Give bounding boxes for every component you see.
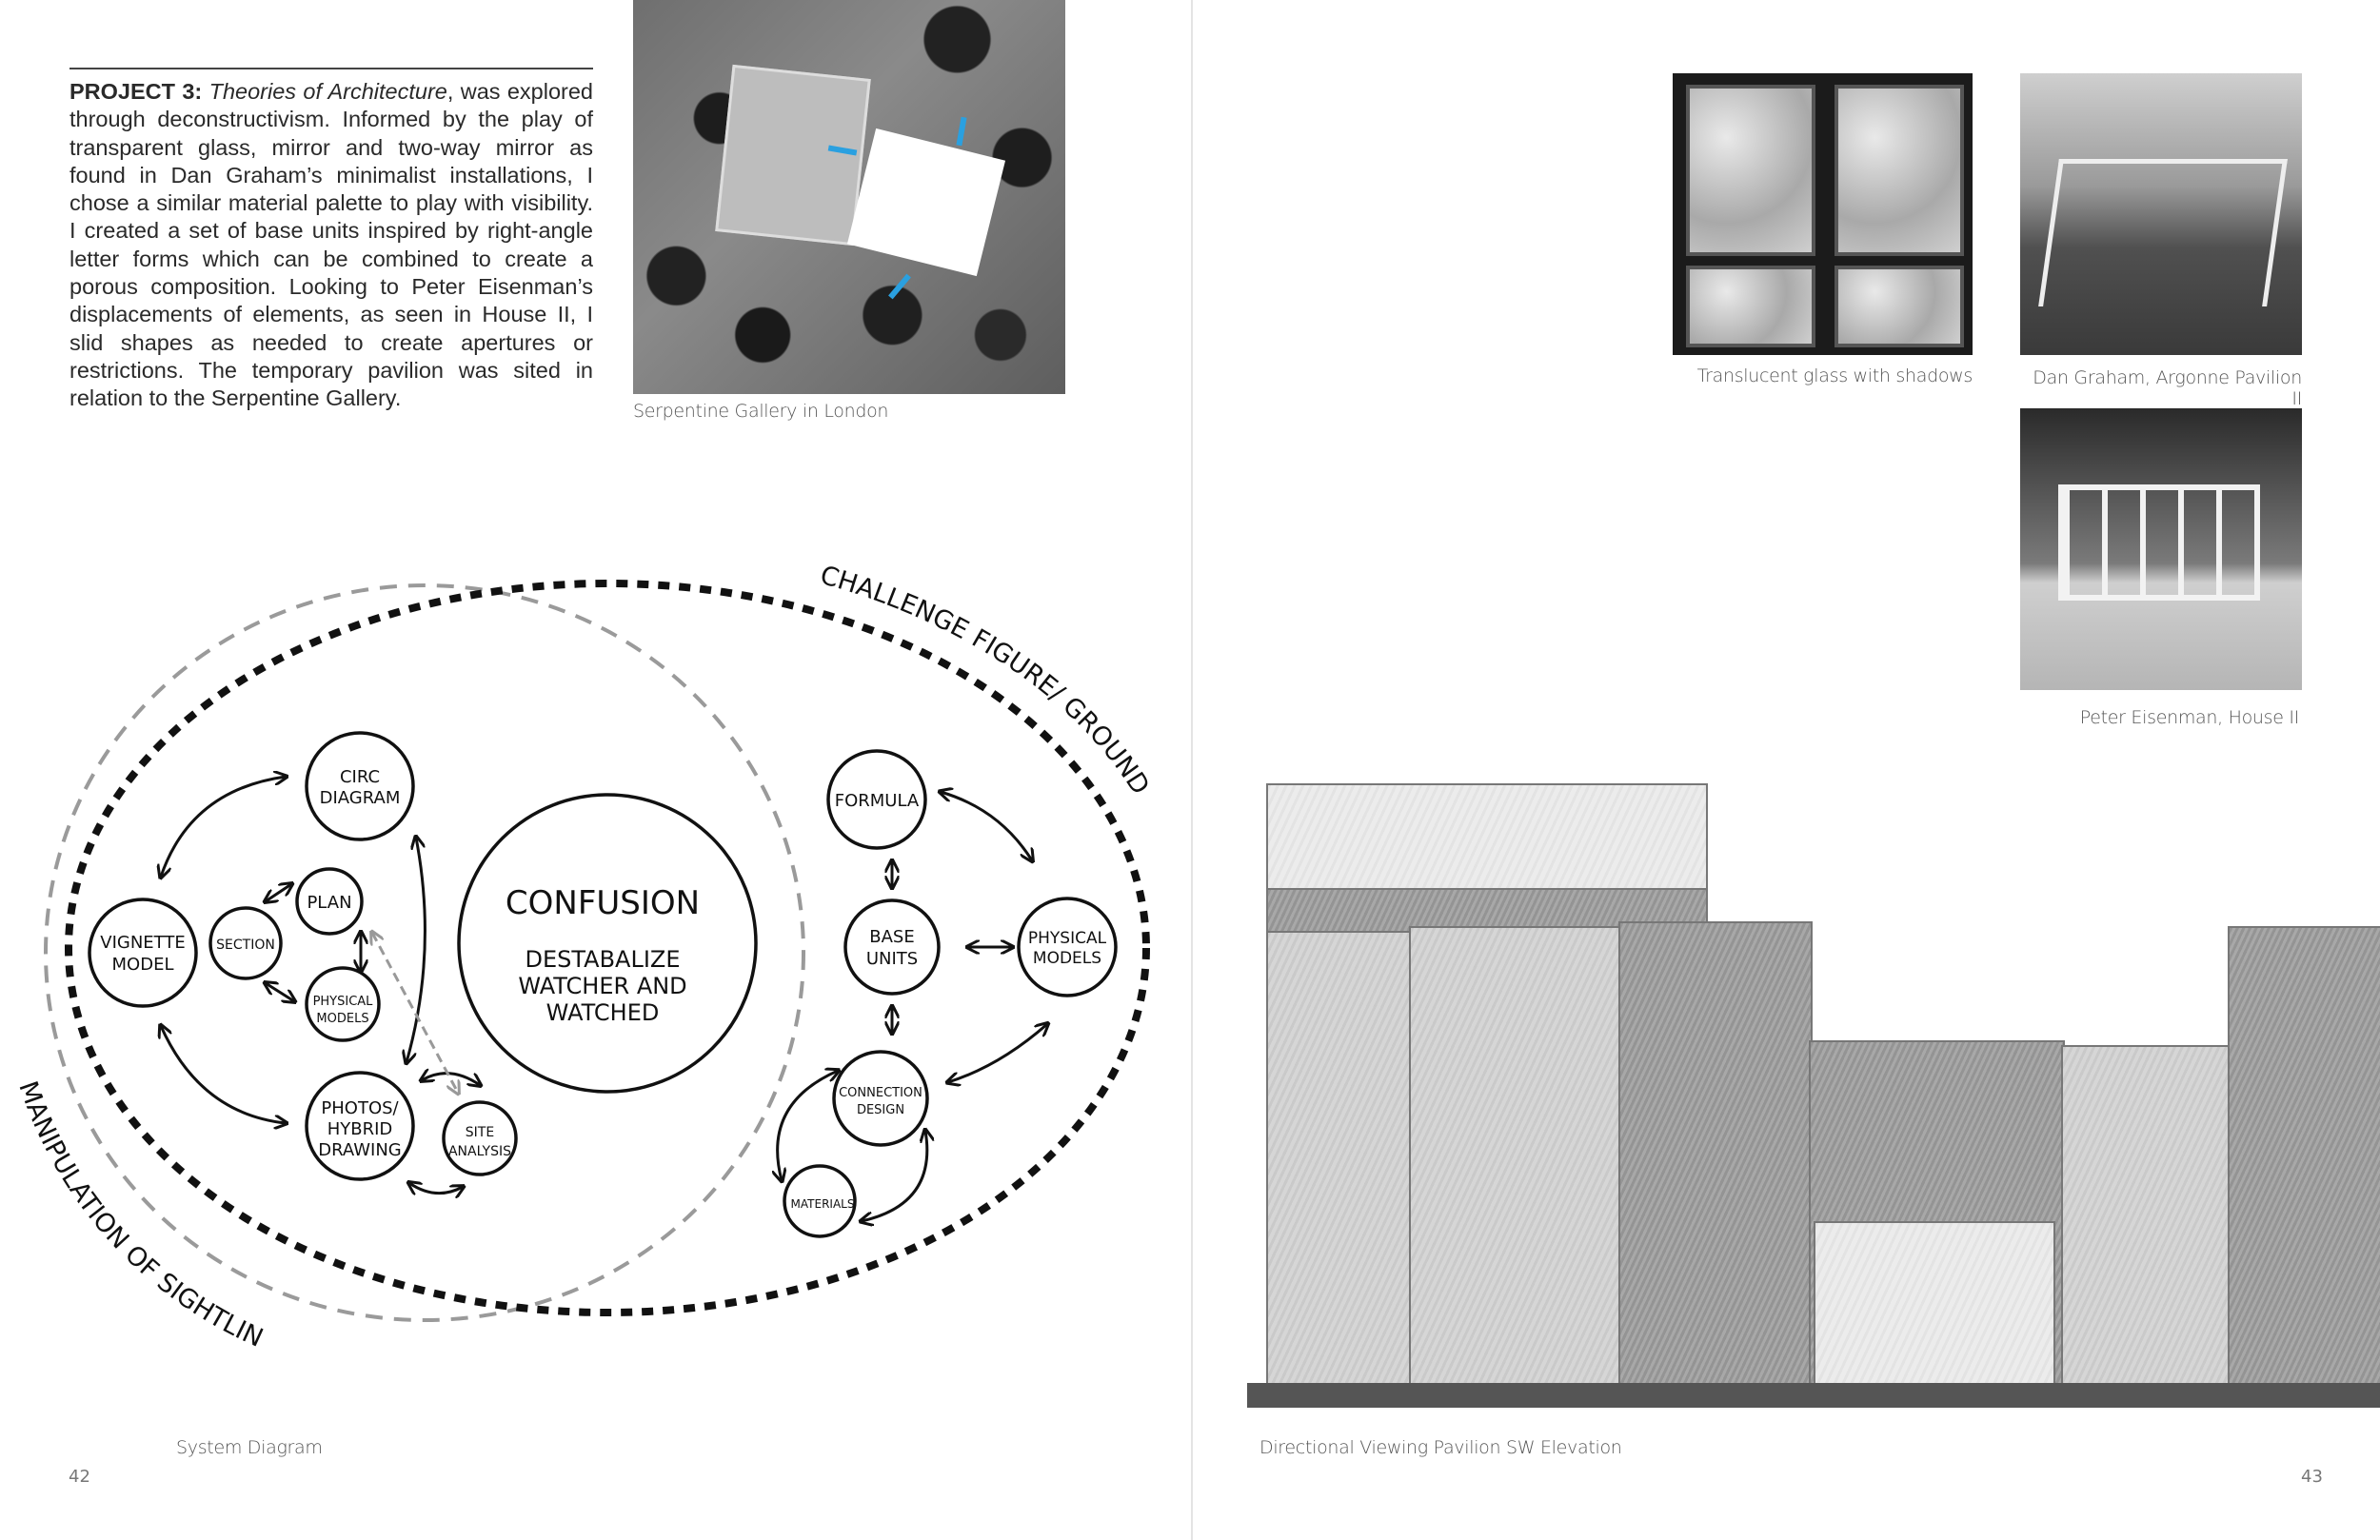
project-label: PROJECT 3: xyxy=(69,79,203,104)
node-label: MODELS xyxy=(316,1012,368,1026)
node-label: DESIGN xyxy=(857,1103,904,1117)
pavilion-frame xyxy=(2038,159,2288,306)
argonne-pavilion-photo xyxy=(2020,73,2302,355)
diagram-caption: System Diagram xyxy=(176,1437,323,1458)
window-pane xyxy=(1686,266,1815,347)
node-label: PHYSICAL xyxy=(313,995,374,1009)
argonne-caption: Dan Graham, Argonne Pavilion II xyxy=(2033,367,2302,409)
node-plan xyxy=(295,867,364,936)
text-rule xyxy=(69,68,593,69)
arrow xyxy=(266,884,291,901)
confusion-sub: DESTABALIZE xyxy=(525,946,680,973)
translucent-glass-photo xyxy=(1673,73,1973,355)
node-label: HYBRID xyxy=(327,1119,393,1139)
arrow xyxy=(778,1071,838,1180)
node-photos-hybrid xyxy=(305,1071,415,1181)
node-section xyxy=(208,906,283,980)
node-label: CIRC xyxy=(340,767,380,787)
node-physical-models-right xyxy=(1017,897,1118,997)
project-title: Theories of Architecture xyxy=(208,79,447,104)
house-ii-caption: Peter Eisenman, House II xyxy=(2079,707,2300,728)
house-facade xyxy=(2058,484,2260,601)
node-label: MODEL xyxy=(112,955,174,975)
page-number-right: 43 xyxy=(2301,1467,2323,1487)
confusion-title: CONFUSION xyxy=(506,884,700,922)
confusion-sub: WATCHED xyxy=(546,999,660,1026)
node-label: VIGNETTE xyxy=(100,933,185,953)
gray-dashed-boundary xyxy=(44,583,805,1322)
node-label: SITE xyxy=(466,1125,494,1140)
node-base-units xyxy=(843,898,941,996)
page-number-left: 42 xyxy=(69,1467,90,1487)
black-dashed-boundary xyxy=(65,580,1150,1316)
window-pane xyxy=(1686,85,1815,256)
elevation-caption: Directional Viewing Pavilion SW Elevatio… xyxy=(1259,1437,1622,1458)
node-label: PHOTOS/ xyxy=(321,1098,399,1118)
elevation-block xyxy=(1814,1221,2055,1392)
elevation-block xyxy=(1266,783,1708,892)
node-circ-diagram xyxy=(305,731,415,841)
arrow xyxy=(948,1024,1047,1082)
node-label: ANALYSIS xyxy=(448,1144,511,1159)
node-label: SECTION xyxy=(216,938,275,953)
arrow xyxy=(161,777,286,877)
node-label: PLAN xyxy=(307,893,351,913)
elevation-block xyxy=(1618,921,1813,1392)
ground-line xyxy=(1247,1383,2380,1408)
sw-elevation-drawing xyxy=(1247,783,2380,1408)
confusion-sub: WATCHER AND xyxy=(518,973,686,999)
arrow xyxy=(161,1026,286,1123)
arrow xyxy=(409,1183,463,1194)
serpentine-aerial-photo xyxy=(633,0,1065,394)
project-body: , was explored through deconstructivism.… xyxy=(69,79,594,411)
node-formula xyxy=(826,749,927,850)
node-confusion xyxy=(457,793,758,1094)
node-vignette-model xyxy=(88,898,198,1008)
arrow xyxy=(266,983,294,1001)
node-site-analysis xyxy=(442,1100,518,1176)
node-label: MODELS xyxy=(1033,949,1101,968)
arrow xyxy=(862,1131,927,1221)
gray-dashed-arrow xyxy=(372,933,458,1093)
node-label: DRAWING xyxy=(318,1140,402,1160)
node-label: DIAGRAM xyxy=(320,788,401,808)
node-label: FORMULA xyxy=(835,791,920,811)
arrow xyxy=(941,792,1032,860)
project-description: PROJECT 3: Theories of Architecture, was… xyxy=(69,78,593,413)
aerial-caption: Serpentine Gallery in London xyxy=(633,401,889,422)
page-gutter xyxy=(1191,0,1193,1540)
node-label: MATERIALS xyxy=(791,1197,855,1211)
node-label: PHYSICAL xyxy=(1028,929,1107,948)
label-manipulation-sightlines: MANIPULATION OF SIGHTLINES xyxy=(0,0,268,1353)
node-label: BASE xyxy=(869,927,914,947)
house-ii-photo xyxy=(2020,408,2302,690)
elevation-block xyxy=(2228,926,2380,1392)
arrow xyxy=(422,1074,480,1085)
node-label: CONNECTION xyxy=(839,1086,922,1100)
window-pane xyxy=(1835,85,1964,256)
window-pane xyxy=(1835,266,1964,347)
node-label: UNITS xyxy=(866,949,918,969)
window-caption: Translucent glass with shadows xyxy=(1696,365,1973,386)
